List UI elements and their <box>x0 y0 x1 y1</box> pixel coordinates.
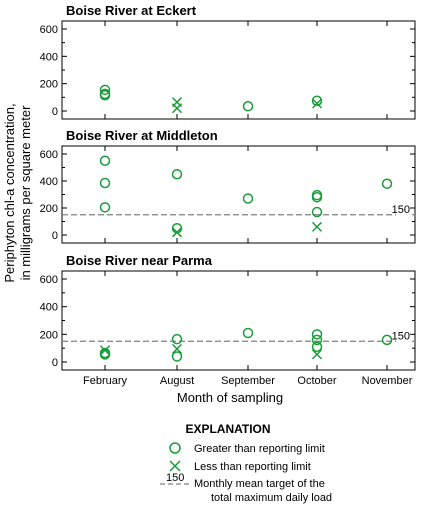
data-point-greater <box>242 193 254 204</box>
data-point-greater <box>99 202 111 213</box>
panel-frame <box>61 20 416 120</box>
data-point-greater <box>171 169 183 180</box>
data-point-greater <box>242 100 254 112</box>
target-label: 150 <box>392 330 410 342</box>
x-axis-label: Month of sampling <box>177 390 283 405</box>
y-tick-label: 400 <box>40 302 58 314</box>
y-axis-label-line2: in milligrams per square meter <box>18 105 33 281</box>
x-tick-label: August <box>160 375 194 387</box>
x-tick-label: October <box>297 375 336 387</box>
x-tick-label: February <box>83 375 128 387</box>
y-tick-label: 600 <box>40 24 58 36</box>
legend-x-marker <box>169 460 181 472</box>
data-point-less <box>311 349 323 360</box>
y-tick-label: 200 <box>40 79 58 91</box>
data-point-less <box>311 221 323 232</box>
y-axis-label-line1: Periphyton chl-a concentration, <box>2 103 17 282</box>
data-point-greater <box>381 178 393 189</box>
y-tick-label: 200 <box>40 329 58 341</box>
panel-title: Boise River at Middleton <box>66 128 218 143</box>
panel-title: Boise River near Parma <box>66 253 213 268</box>
y-tick-label: 0 <box>52 357 58 369</box>
legend-target-label-line2: total maximum daily load <box>211 492 332 504</box>
data-point-greater <box>381 334 393 346</box>
legend-circle-marker <box>169 442 181 454</box>
legend-target-label-line1: Monthly mean target of the <box>194 478 325 490</box>
legend-target-sample: 150 <box>166 472 184 484</box>
legend-x-label: Less than reporting limit <box>194 461 311 473</box>
y-tick-label: 400 <box>40 176 58 188</box>
data-point-greater <box>99 90 111 101</box>
data-point-greater <box>99 155 111 166</box>
data-point-less <box>171 227 183 238</box>
data-point-greater <box>311 329 323 340</box>
y-tick-label: 400 <box>40 51 58 63</box>
data-point-greater <box>99 84 111 96</box>
y-tick-label: 0 <box>52 106 58 118</box>
y-tick-label: 200 <box>40 203 58 215</box>
data-point-less <box>171 103 183 114</box>
x-tick-label: November <box>362 375 413 387</box>
legend-title: EXPLANATION <box>185 422 270 436</box>
data-point-greater <box>311 341 323 353</box>
data-point-less <box>171 343 183 354</box>
data-point-greater <box>171 351 183 362</box>
data-point-greater <box>311 95 323 106</box>
y-tick-label: 600 <box>40 274 58 286</box>
y-tick-label: 600 <box>40 149 58 161</box>
data-point-greater <box>99 177 111 189</box>
legend-circle-label: Greater than reporting limit <box>194 443 325 455</box>
panel-frame <box>61 145 416 244</box>
data-point-less <box>311 98 323 109</box>
data-point-greater <box>311 334 323 346</box>
x-tick-label: September <box>221 375 275 387</box>
data-point-greater <box>171 333 183 345</box>
data-point-less <box>99 345 111 356</box>
data-point-greater <box>242 327 254 339</box>
target-label: 150 <box>392 204 410 216</box>
data-point-greater <box>311 191 323 203</box>
data-point-greater <box>311 206 323 218</box>
legend: EXPLANATION Greater than reporting limit… <box>160 422 332 504</box>
panel-frame <box>61 270 416 371</box>
panel-title: Boise River at Eckert <box>66 3 197 18</box>
y-tick-label: 0 <box>52 230 58 242</box>
